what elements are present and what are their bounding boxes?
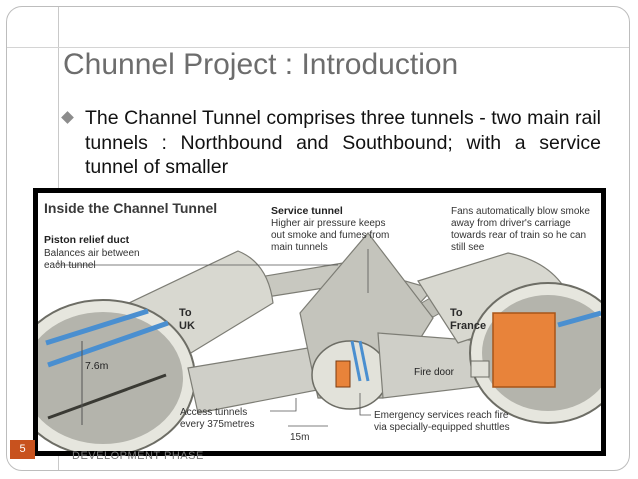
slide-number-badge: 5 (10, 440, 35, 459)
piston-relief-line2: each tunnel (44, 260, 96, 271)
track-uk (47, 373, 167, 420)
fire-door (470, 360, 490, 378)
tunnel-diagram: Inside the Channel Tunnel Piston relief … (33, 188, 606, 456)
fans-line3: towards rear of train so he can (451, 230, 586, 241)
access-tunnels-line1: Access tunnels (180, 407, 247, 418)
fans-line1: Fans automatically blow smoke (451, 206, 590, 217)
bullet-text: The Channel Tunnel comprises three tunne… (85, 107, 601, 178)
to-france-line1: To (450, 307, 463, 319)
leader-emergency (359, 393, 371, 416)
leader-access (270, 398, 297, 412)
access-tunnels-line2: every 375metres (180, 419, 254, 430)
to-uk-line2: UK (179, 320, 195, 332)
fire-door-label: Fire door (414, 367, 455, 378)
rail-france (557, 310, 601, 328)
emergency-line2: via specially-equipped shuttles (374, 422, 510, 433)
rail-uk-1 (45, 308, 149, 346)
piston-relief-title: Piston relief duct (44, 234, 130, 246)
diagram-heading: Inside the Channel Tunnel (44, 200, 217, 216)
bullet-diamond-icon (61, 111, 74, 124)
slide-title: Chunnel Project : Introduction (63, 48, 459, 81)
rail-uk-2 (47, 320, 169, 368)
to-uk-line1: To (179, 307, 192, 319)
slide-footer: DEVELOPMENT PHASE (72, 450, 204, 462)
bullet-item: The Channel Tunnel comprises three tunne… (61, 106, 601, 180)
leader-piston (57, 260, 338, 266)
diameter-label: 7.6m (85, 360, 109, 372)
top-rule (7, 47, 629, 48)
emergency-shuttle (335, 360, 351, 388)
service-tunnel-title: Service tunnel (271, 205, 343, 217)
fans-line4: still see (451, 242, 485, 253)
service-tunnel-line3: main tunnels (271, 242, 328, 253)
fans-line2: away from driver's carriage (451, 218, 571, 229)
service-tunnel-line2: out smoke and fumes from (271, 230, 389, 241)
rail-tunnel-uk-inner (38, 312, 183, 444)
to-france-line2: France (450, 320, 486, 332)
train-on-fire (492, 312, 556, 388)
service-pipe-1 (350, 340, 362, 382)
tunnel-illustration: Inside the Channel Tunnel Piston relief … (38, 193, 601, 451)
service-pipe-2 (358, 340, 370, 382)
emergency-line1: Emergency services reach fire (374, 410, 509, 421)
service-tunnel-line1: Higher air pressure keeps (271, 218, 386, 229)
piston-relief-line1: Balances air between (44, 248, 140, 259)
distance-label: 15m (290, 432, 309, 443)
